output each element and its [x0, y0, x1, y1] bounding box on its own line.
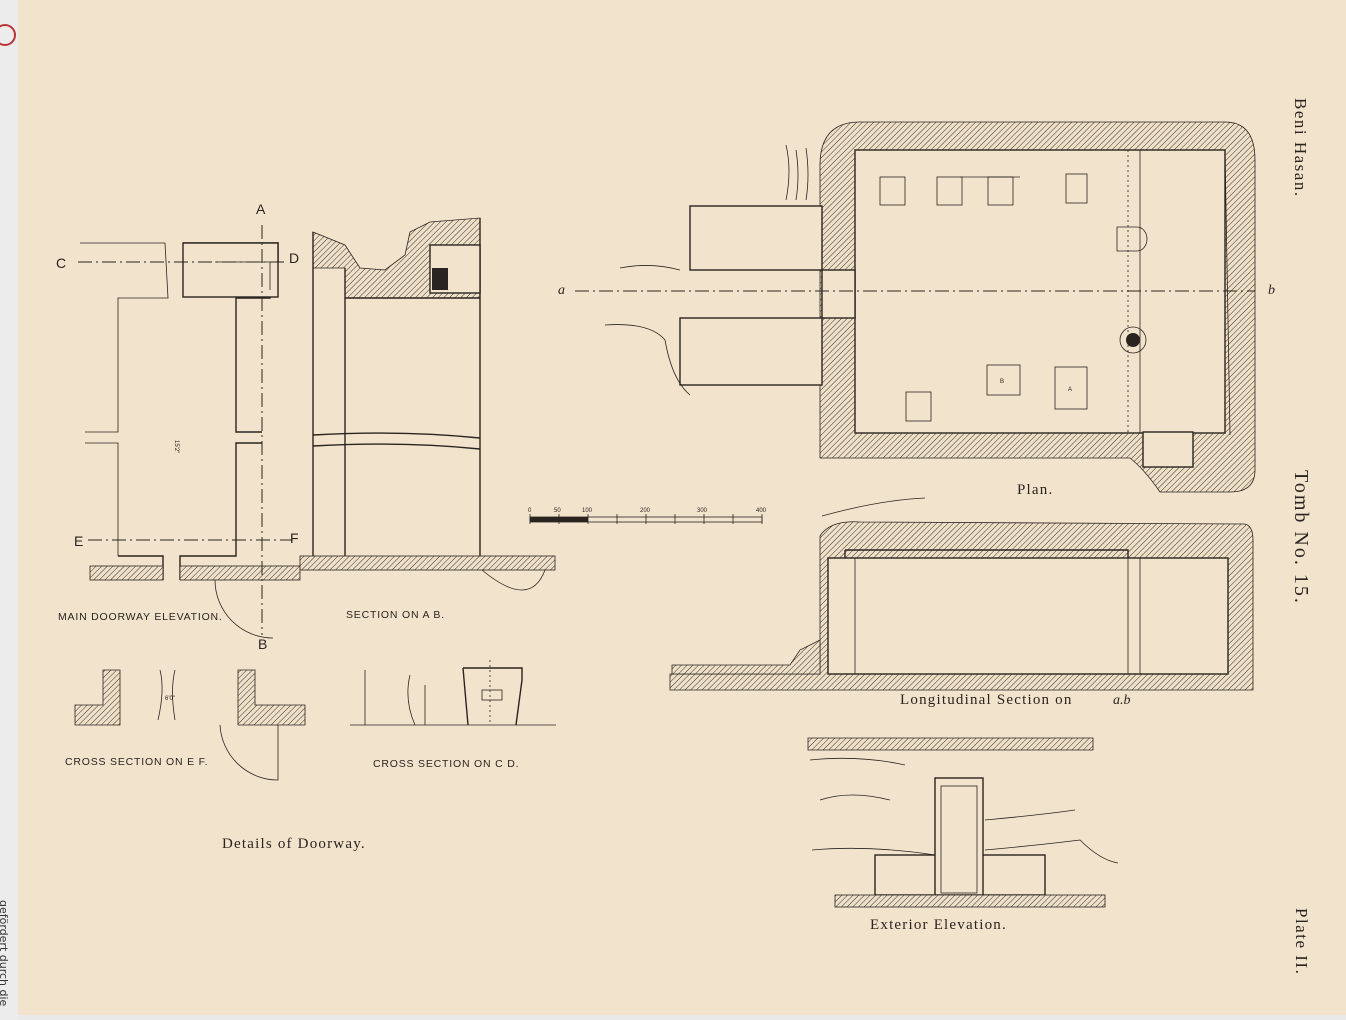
section-letter-a: A	[256, 201, 266, 217]
pit-a-label: A	[1068, 387, 1072, 393]
tomb-plan: B A a b	[558, 121, 1275, 493]
scale-tick: 100	[582, 508, 593, 514]
caption-exterior-elevation: Exterior Elevation.	[870, 917, 1007, 933]
scale-tick: 50	[554, 508, 561, 514]
sidebar-logo-icon	[0, 24, 16, 46]
sidebar-caption: gefördert durch die	[0, 900, 10, 1007]
section-letter-f: F	[290, 530, 299, 546]
scale-tick: 0	[528, 508, 532, 514]
caption-plan: Plan.	[1017, 482, 1053, 498]
caption-cross-cd: CROSS SECTION ON C D.	[373, 758, 519, 770]
main-doorway-elevation: 15'2"	[78, 225, 301, 639]
section-letter-e: E	[74, 533, 83, 549]
cross-section-cd	[350, 660, 556, 726]
caption-cross-ef: CROSS SECTION ON E F.	[65, 756, 208, 768]
pit-b-label: B	[1000, 379, 1004, 385]
section-letter-a-lower: a	[558, 283, 565, 298]
section-letter-b-lower: b	[1268, 283, 1275, 298]
svg-text:6'0": 6'0"	[165, 696, 175, 702]
plate-page: 15'2" 6'0" 0 50 100 200 300 400	[18, 0, 1346, 1015]
scale-tick: 400	[756, 508, 767, 514]
scale-tick: 300	[697, 508, 708, 514]
plate-number: Plate II.	[1292, 908, 1311, 975]
cross-section-ef: 6'0"	[74, 669, 306, 781]
caption-section-ab: SECTION ON A B.	[346, 609, 445, 621]
section-letter-d: D	[289, 250, 299, 266]
caption-details-of-doorway: Details of Doorway.	[222, 836, 366, 852]
section-on-ab	[299, 217, 556, 591]
exterior-elevation	[807, 737, 1119, 908]
viewer-sidebar: gefördert durch die	[0, 0, 18, 1020]
longitudinal-section	[669, 497, 1254, 691]
svg-text:15'2": 15'2"	[173, 440, 179, 453]
plate-drawing: 15'2" 6'0" 0 50 100 200 300 400	[56, 98, 1312, 975]
caption-main-doorway: MAIN DOORWAY ELEVATION.	[58, 611, 223, 623]
section-letter-b: B	[258, 636, 267, 652]
scale-tick: 200	[640, 508, 651, 514]
caption-longitudinal-ref: a.b	[1113, 693, 1131, 708]
section-letter-c: C	[56, 255, 66, 271]
plate-tomb-title: Tomb No. 15.	[1290, 470, 1312, 605]
caption-longitudinal-section: Longitudinal Section on	[900, 692, 1073, 708]
scale-bar: 0 50 100 200 300 400	[528, 508, 767, 524]
plate-header: Beni Hasan.	[1291, 98, 1310, 198]
